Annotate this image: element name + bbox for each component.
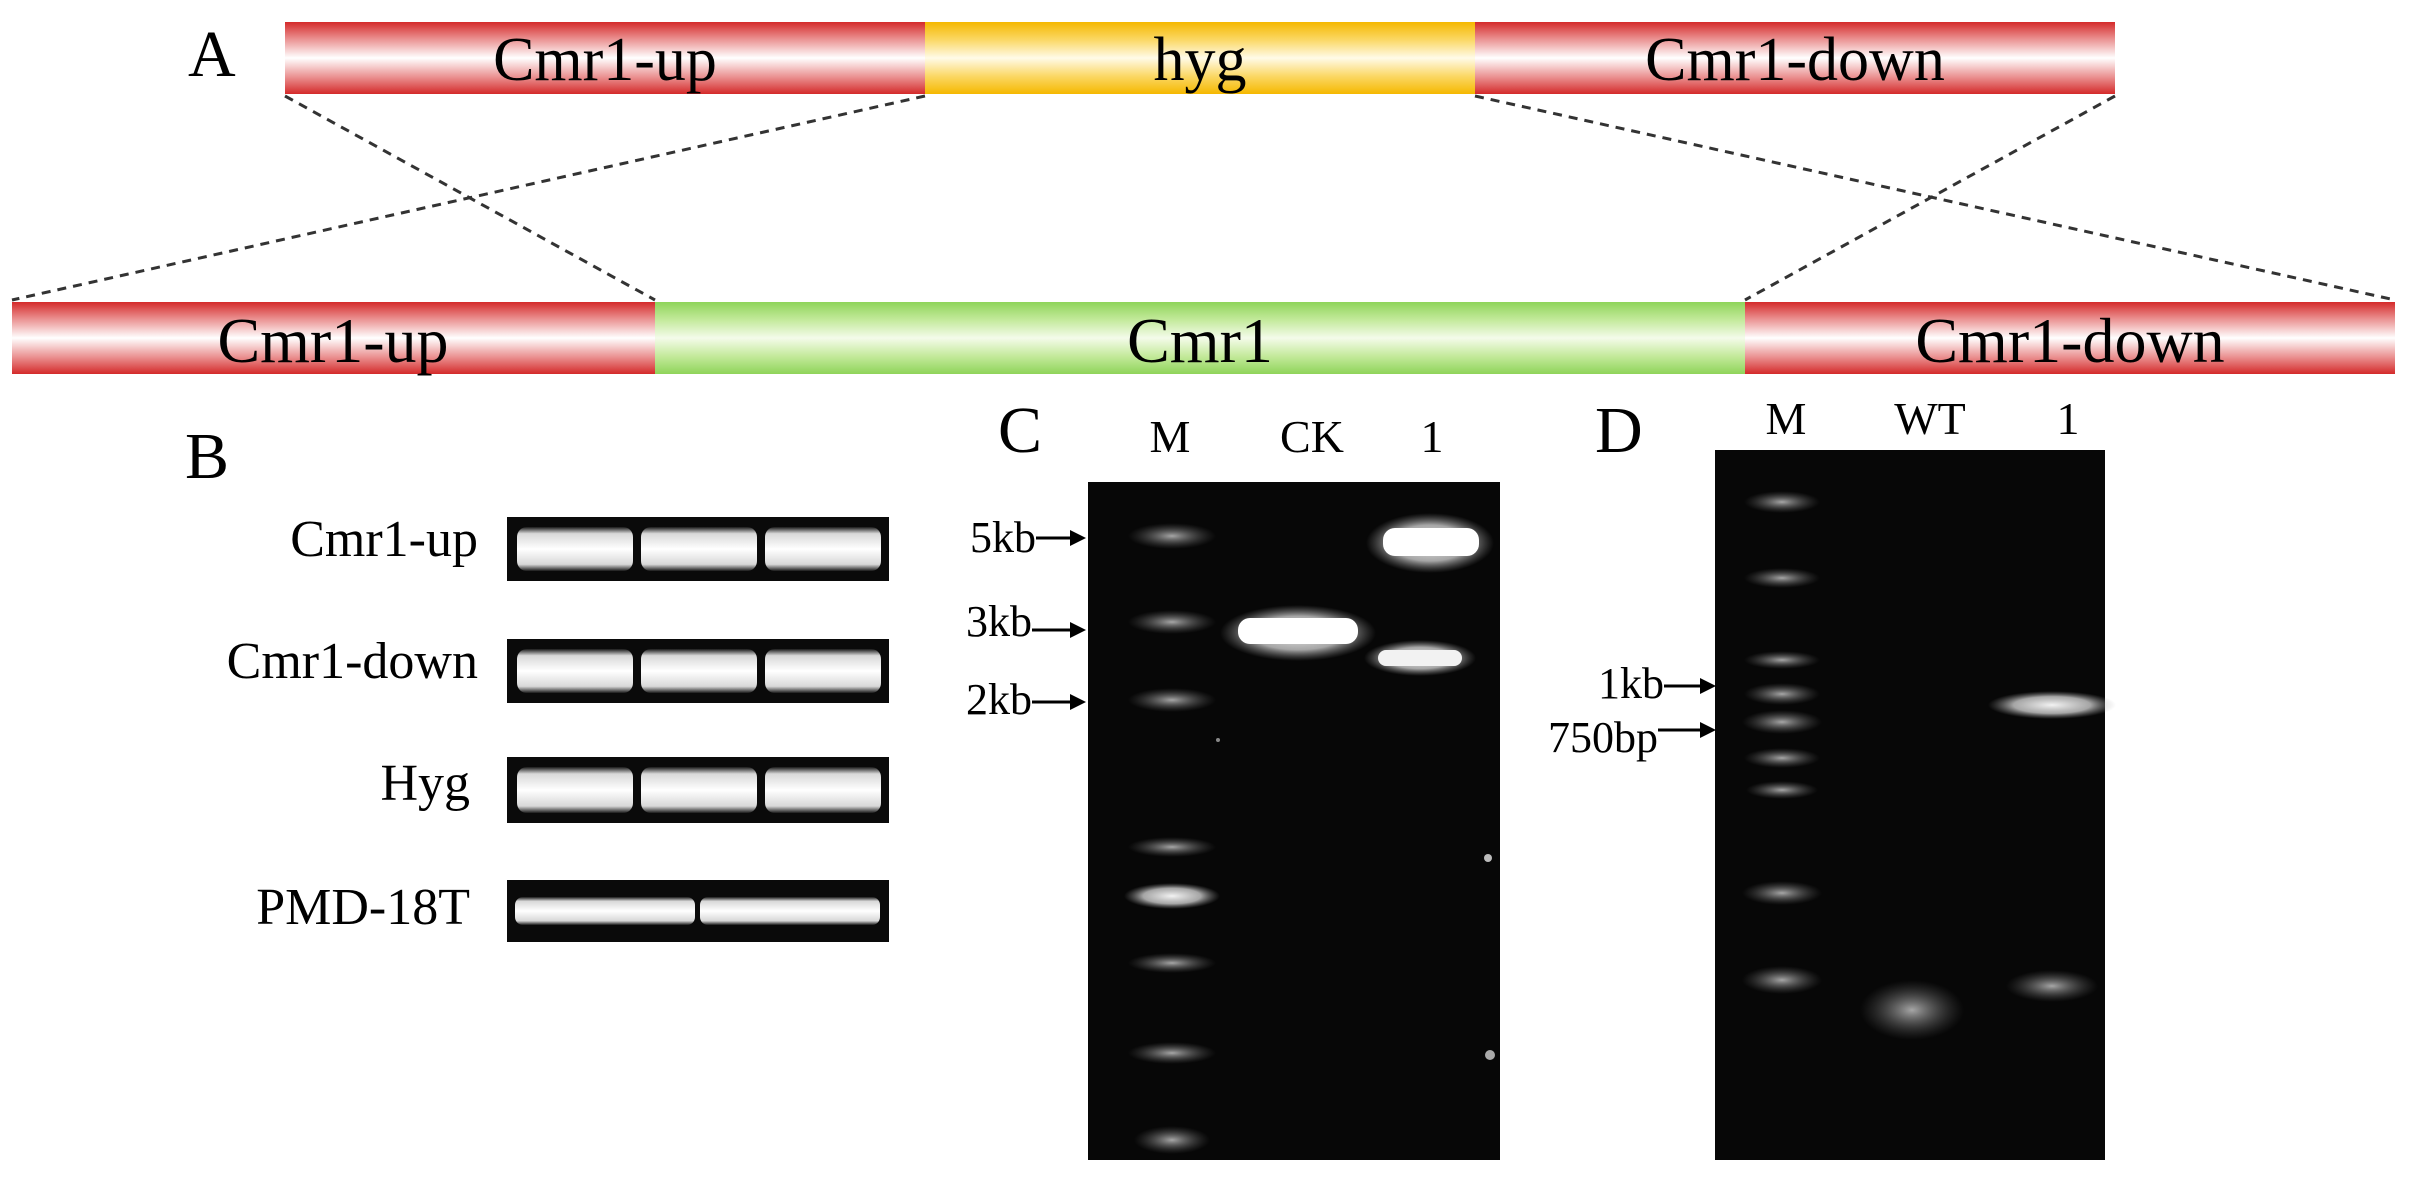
- pcr-row-label: Cmr1-up: [290, 511, 478, 568]
- gel-d-lane-label: WT: [1894, 393, 1966, 444]
- genome-segment-cmr1-up: [12, 302, 655, 374]
- construct-label-cmr1-up: Cmr1-up: [493, 26, 717, 94]
- genome-label-cmr1-down: Cmr1-down: [1915, 305, 2224, 376]
- gel-c-lane1-band-core: [1383, 528, 1479, 556]
- gel-d-markers: 1kb 750bp: [1548, 659, 1716, 762]
- genome-segment-cmr1-down: [1745, 302, 2395, 374]
- gel-d-ladder-band: [1742, 710, 1822, 734]
- construct-segment-cmr1-up: [285, 22, 925, 94]
- gel-d-ladder-band: [1742, 881, 1822, 905]
- pcr-band: [517, 527, 633, 571]
- pcr-row: Hyg: [380, 755, 889, 823]
- construct-segment-cmr1-down: [1475, 22, 2115, 94]
- construct-label-hyg: hyg: [1154, 26, 1247, 94]
- gel-c-speck: [1216, 738, 1220, 742]
- genome-bar: Cmr1-up Cmr1 Cmr1-down: [12, 302, 2395, 376]
- pcr-band: [517, 649, 633, 693]
- gel-d-ladder-band: [1744, 683, 1820, 705]
- marker-label-3kb: 3kb: [966, 597, 1032, 646]
- genome-label-cmr1-up: Cmr1-up: [217, 305, 448, 376]
- construct-label-cmr1-down: Cmr1-down: [1645, 26, 1945, 94]
- pcr-band: [765, 527, 881, 571]
- gel-c: [1088, 482, 1500, 1160]
- crossover-line: [1744, 94, 2116, 302]
- gel-c-markers: 5kb 3kb 2kb: [966, 513, 1086, 724]
- gel-c-ladder-band: [1128, 688, 1216, 712]
- gel-c-ladder-band: [1128, 523, 1216, 549]
- gel-c-ladder-band: [1128, 1042, 1216, 1064]
- pcr-band: [765, 649, 881, 693]
- gel-c-ladder-band: [1134, 1126, 1210, 1154]
- marker-label-750bp: 750bp: [1548, 713, 1658, 762]
- gel-d: [1715, 450, 2116, 1160]
- gel-c-lane-label: M: [1150, 411, 1191, 462]
- pcr-band: [700, 897, 880, 925]
- gel-c-ladder-band: [1128, 610, 1216, 634]
- pcr-band: [515, 897, 695, 925]
- panel-d-label: D: [1595, 394, 1643, 467]
- gel-c-ck-band-core: [1238, 618, 1358, 644]
- gel-d-ladder-band: [1744, 748, 1820, 768]
- marker-arrowhead: [1070, 694, 1086, 710]
- pcr-band: [641, 649, 757, 693]
- gel-c-lane-label: CK: [1280, 411, 1344, 462]
- gel-c-lane-label: 1: [1421, 411, 1444, 462]
- pcr-row-label: PMD-18T: [256, 879, 470, 936]
- gel-d-wt-band: [1860, 980, 1964, 1040]
- gel-d-lane1-band: [1988, 691, 2116, 719]
- gel-c-speck: [1485, 1050, 1495, 1060]
- marker-arrowhead: [1700, 722, 1716, 738]
- construct-bar: Cmr1-up hyg Cmr1-down: [285, 22, 2115, 94]
- marker-label-1kb: 1kb: [1598, 659, 1664, 708]
- marker-arrowhead: [1070, 530, 1086, 546]
- gel-d-ladder-band: [1744, 651, 1820, 669]
- pcr-row-label: Cmr1-down: [227, 633, 478, 690]
- gel-d-ladder-band: [1746, 781, 1818, 799]
- gel-d-lane-label: M: [1766, 393, 1807, 444]
- marker-label-5kb: 5kb: [970, 513, 1036, 562]
- gel-d-lane-label: 1: [2057, 393, 2080, 444]
- pcr-row: PMD-18T: [256, 879, 889, 942]
- panel-c-label: C: [998, 394, 1042, 467]
- gel-c-ladder-band: [1128, 837, 1216, 857]
- gel-d-ladder-band: [1744, 491, 1820, 513]
- genome-segment-cmr1: [655, 302, 1745, 374]
- pcr-row: Cmr1-up: [290, 511, 889, 581]
- gel-c-ladder-band: [1128, 953, 1216, 973]
- crossover-lines: [11, 94, 2396, 302]
- pcr-band: [765, 767, 881, 813]
- gel-d-lane1-band: [2006, 970, 2098, 1002]
- genome-label-cmr1: Cmr1: [1127, 305, 1273, 376]
- panel-a-label: A: [188, 18, 236, 91]
- gel-d-ladder-band: [1744, 568, 1820, 588]
- marker-label-2kb: 2kb: [966, 675, 1032, 724]
- marker-arrowhead: [1070, 622, 1086, 638]
- gel-d-background: [1715, 450, 2105, 1160]
- construct-segment-hyg: [925, 22, 1475, 94]
- gel-c-lane1-band-core: [1378, 650, 1462, 666]
- gel-d-ladder-band: [1742, 966, 1822, 994]
- gel-c-speck: [1484, 854, 1492, 862]
- crossover-line: [11, 94, 926, 302]
- gel-c-ladder-band: [1124, 883, 1220, 909]
- pcr-row: Cmr1-down: [227, 633, 889, 703]
- pcr-row-label: Hyg: [380, 755, 470, 812]
- pcr-band: [517, 767, 633, 813]
- crossover-line: [1474, 94, 2396, 302]
- marker-arrowhead: [1700, 678, 1716, 694]
- pcr-band: [641, 527, 757, 571]
- pcr-band: [641, 767, 757, 813]
- panel-b-label: B: [185, 420, 229, 493]
